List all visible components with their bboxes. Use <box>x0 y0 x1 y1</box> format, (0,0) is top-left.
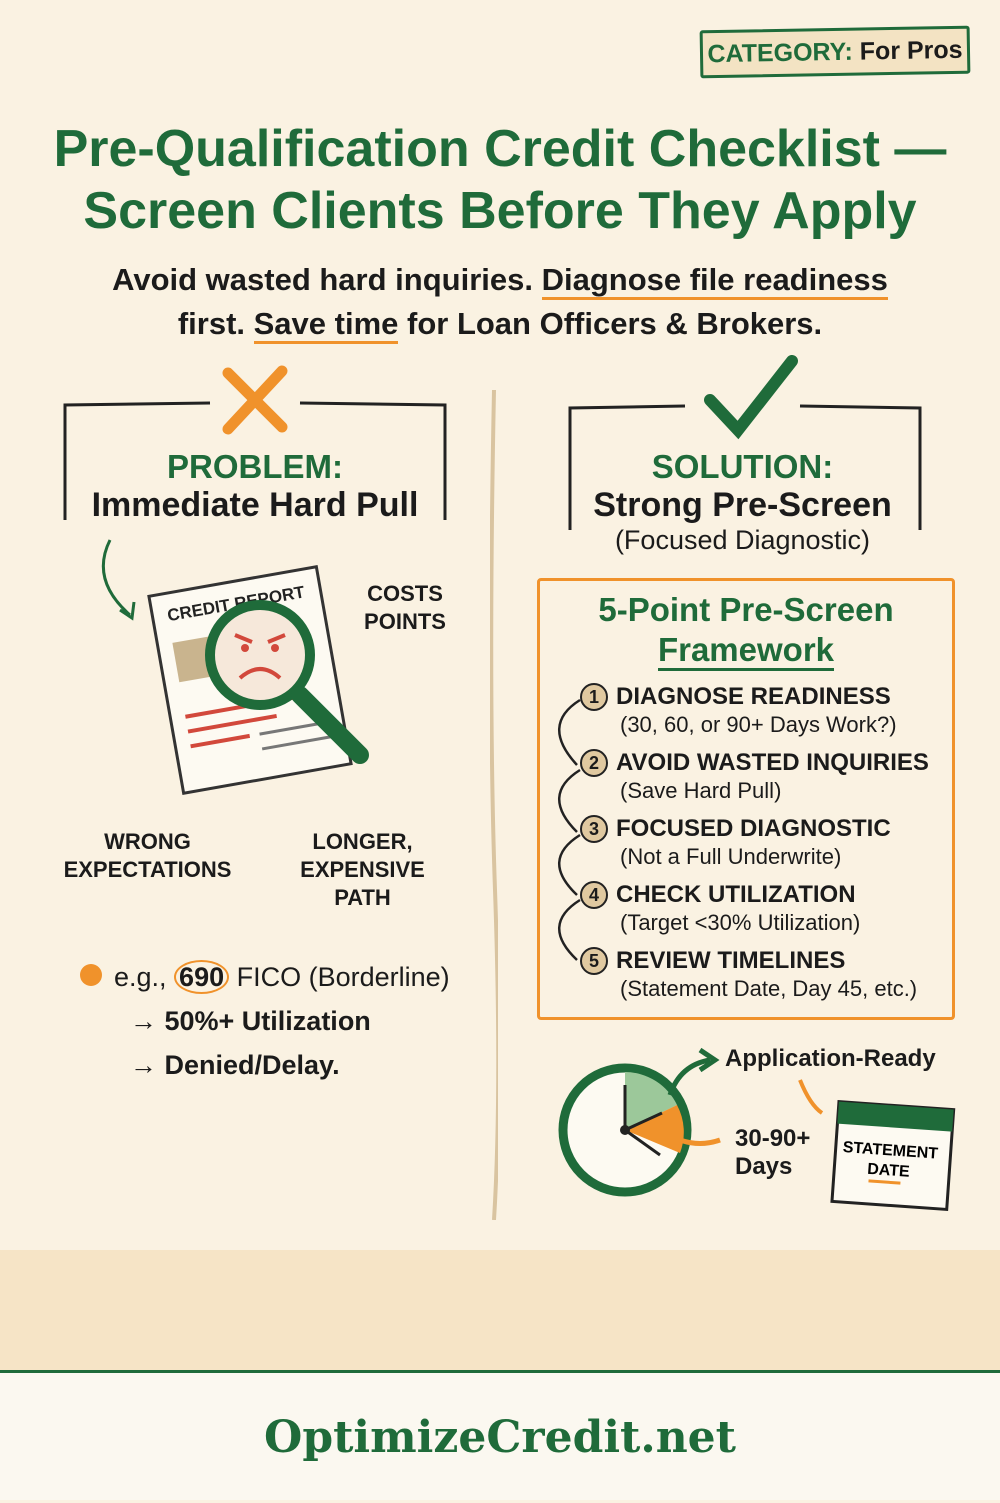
calendar-label-2: DATE <box>867 1161 911 1181</box>
solution-title: Strong Pre-Screen <box>593 486 892 524</box>
step-title: REVIEW TIMELINES <box>616 947 846 974</box>
bullet-dot-icon <box>80 964 102 986</box>
step-title: FOCUSED DIAGNOSTIC <box>616 815 891 842</box>
problem-heading: PROBLEM:Immediate Hard Pull <box>60 448 450 525</box>
footer: OptimizeCredit.net <box>0 1370 1000 1500</box>
problem-label: PROBLEM: <box>167 448 343 485</box>
step-title: DIAGNOSE READINESS <box>616 683 891 710</box>
application-ready-label: Application-Ready <box>725 1045 936 1072</box>
credit-report-illustration: CREDIT REPORT <box>101 539 369 795</box>
framework-item: 4 CHECK UTILIZATION(Target <30% Utilizati… <box>580 881 960 937</box>
solution-bracket <box>568 404 922 530</box>
subtitle-highlight: Diagnose file readiness <box>541 262 888 300</box>
badge-value: For Pros <box>859 35 963 66</box>
title-line-1: Pre-Qualification Credit Checklist — <box>53 120 947 178</box>
example-outcome: → Denied/Delay. <box>130 1050 340 1080</box>
framework-item: 5 REVIEW TIMELINES(Statement Date, Day 45… <box>580 947 960 1003</box>
step-number: 4 <box>580 881 608 909</box>
step-number: 5 <box>580 947 608 975</box>
problem-title: Immediate Hard Pull <box>91 486 419 524</box>
clock-timeline-illustration: STATEMENT DATE <box>558 1047 956 1212</box>
calendar-label-1: STATEMENT <box>842 1139 939 1163</box>
page-title: Pre-Qualification Credit Checklist —Scre… <box>0 118 1000 242</box>
framework-item: 3 FOCUSED DIAGNOSTIC(Not a Full Underwrit… <box>580 815 960 871</box>
step-description: (Statement Date, Day 45, etc.) <box>620 976 918 1001</box>
step-description: (Target <30% Utilization) <box>620 910 861 935</box>
solution-heading: SOLUTION:Strong Pre-Screen(Focused Diagn… <box>560 448 925 556</box>
step-title: AVOID WASTED INQUIRIES <box>616 749 929 776</box>
step-title: CHECK UTILIZATION <box>616 881 856 908</box>
days-unit: Days <box>735 1153 793 1180</box>
subtitle-highlight: Save time <box>253 306 399 344</box>
subtitle-text: Avoid wasted hard inquiries. <box>112 262 542 297</box>
subtitle-text: for Loan Officers & Brokers. <box>398 306 823 341</box>
framework-title-line-2: Framework <box>657 631 835 671</box>
step-description: (Not a Full Underwrite) <box>620 844 842 869</box>
framework-item: 2 AVOID WASTED INQUIRIES(Save Hard Pull) <box>580 749 960 805</box>
framework-box <box>537 578 955 1020</box>
step-number: 1 <box>580 683 608 711</box>
solution-label: SOLUTION: <box>651 448 834 485</box>
callout-wrong-expectations: WRONG EXPECTATIONS <box>63 829 232 882</box>
step-description: (Save Hard Pull) <box>620 778 782 803</box>
step-description: (30, 60, or 90+ Days Work?) <box>620 712 897 737</box>
title-line-2: Screen Clients Before They Apply <box>83 182 917 240</box>
days-range: 30-90+ <box>735 1125 811 1152</box>
bottom-band <box>0 1250 1000 1370</box>
step-number: 3 <box>580 815 608 843</box>
days-label: 30-90+Days <box>735 1125 810 1181</box>
callout-costs-points: COSTS POINTS <box>364 581 446 634</box>
subtitle-text: first. <box>177 306 254 341</box>
step-number: 2 <box>580 749 608 777</box>
problem-example: e.g., 690 FICO (Borderline) → 50%+ Utili… <box>80 955 450 1087</box>
center-divider <box>490 390 498 1220</box>
problem-bracket <box>63 401 447 520</box>
framework-title-line-1: 5-Point Pre-Screen <box>598 591 894 628</box>
badge-prefix: CATEGORY: <box>707 37 854 69</box>
example-score: 690 <box>174 960 230 994</box>
x-icon <box>222 365 288 435</box>
framework-item: 1 DIAGNOSE READINESS(30, 60, or 90+ Days … <box>580 683 960 739</box>
example-suffix: FICO (Borderline) <box>229 962 450 992</box>
framework-flow-arrows <box>558 698 581 961</box>
subtitle: Avoid wasted hard inquiries. Diagnose fi… <box>0 258 1000 346</box>
callout-longer-path: LONGER, EXPENSIVE PATH <box>300 829 425 910</box>
footer-site-name: OptimizeCredit.net <box>263 1412 736 1463</box>
category-badge: CATEGORY: For Pros <box>699 25 971 79</box>
example-utilization: → 50%+ Utilization <box>130 1006 371 1036</box>
check-icon <box>704 355 798 440</box>
solution-subtitle: (Focused Diagnostic) <box>614 525 871 555</box>
example-prefix: e.g., <box>114 962 175 992</box>
